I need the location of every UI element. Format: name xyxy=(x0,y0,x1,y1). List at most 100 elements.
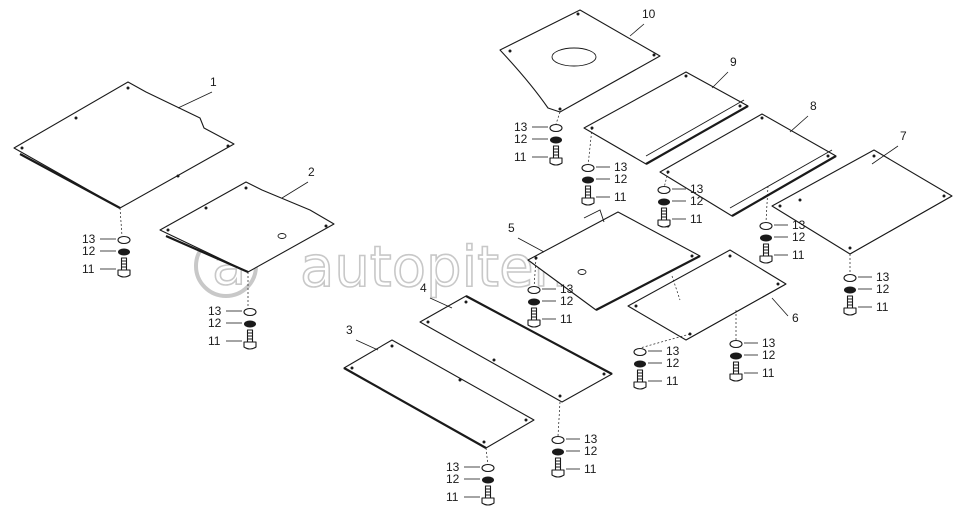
bolt-11 xyxy=(729,361,743,382)
label-13: 13 xyxy=(446,460,460,474)
label-13: 13 xyxy=(584,432,598,446)
label-13: 13 xyxy=(560,282,574,296)
label-12: 12 xyxy=(208,316,222,330)
label-11: 11 xyxy=(690,212,703,226)
part-callout-10: 10 xyxy=(629,7,656,37)
bolt-11 xyxy=(759,243,773,264)
label-13: 13 xyxy=(690,182,704,196)
nut-13 xyxy=(549,123,563,133)
nut-13 xyxy=(243,307,257,317)
plate-8 xyxy=(659,113,837,217)
label-12: 12 xyxy=(584,444,598,458)
nut-13 xyxy=(581,163,595,173)
washer-12 xyxy=(528,298,540,306)
washer-12 xyxy=(582,176,594,184)
label-13: 13 xyxy=(82,232,96,246)
label-11: 11 xyxy=(560,312,573,326)
part-callout-8: 8 xyxy=(789,99,817,133)
washer-12 xyxy=(730,352,742,360)
bolt-11 xyxy=(527,307,541,328)
bolt-11 xyxy=(481,485,495,506)
label-11: 11 xyxy=(82,262,95,276)
bolt-11 xyxy=(117,257,131,278)
nut-13 xyxy=(843,273,857,283)
label-11: 11 xyxy=(514,150,527,164)
part-callout-9: 9 xyxy=(711,55,737,89)
washer-12 xyxy=(118,248,130,256)
label-11: 11 xyxy=(876,300,889,314)
part-callout-6: 6 xyxy=(771,297,799,325)
label-11: 11 xyxy=(762,366,775,380)
label-11: 11 xyxy=(208,334,221,348)
label-13: 13 xyxy=(666,344,680,358)
label-13: 13 xyxy=(614,160,628,174)
washer-12 xyxy=(550,136,562,144)
part-callout-3: 3 xyxy=(346,323,379,351)
label-11: 11 xyxy=(584,462,597,476)
label-13: 13 xyxy=(762,336,776,350)
bolt-11 xyxy=(581,185,595,206)
part-callout-7: 7 xyxy=(871,129,907,165)
washer-12 xyxy=(482,476,494,484)
part-callout-4: 4 xyxy=(420,281,453,309)
washer-12 xyxy=(760,234,772,242)
washer-12 xyxy=(658,198,670,206)
nut-13 xyxy=(633,347,647,357)
label-13: 13 xyxy=(792,218,806,232)
bolt-11 xyxy=(549,145,563,166)
washer-12 xyxy=(844,286,856,294)
bolt-11 xyxy=(657,207,671,228)
plate-9 xyxy=(583,71,749,165)
part-number: 6 xyxy=(792,311,799,325)
nut-13 xyxy=(527,285,541,295)
part-number: 8 xyxy=(810,99,817,113)
part-number: 2 xyxy=(308,165,315,179)
label-12: 12 xyxy=(614,172,628,186)
nut-13 xyxy=(117,235,131,245)
label-12: 12 xyxy=(82,244,96,258)
label-13: 13 xyxy=(876,270,890,284)
assembly-lines xyxy=(119,111,851,467)
part-number: 1 xyxy=(210,75,217,89)
label-11: 11 xyxy=(446,490,459,504)
nut-13 xyxy=(759,221,773,231)
nut-13 xyxy=(481,463,495,473)
bolt-11 xyxy=(633,369,647,390)
label-12: 12 xyxy=(690,194,704,208)
label-11: 11 xyxy=(666,374,679,388)
label-11: 11 xyxy=(792,248,805,262)
washer-12 xyxy=(634,360,646,368)
plate-4 xyxy=(419,295,613,403)
label-12: 12 xyxy=(514,132,528,146)
part-number: 9 xyxy=(730,55,737,69)
label-11: 11 xyxy=(614,190,627,204)
label-13: 13 xyxy=(514,120,528,134)
bolt-11 xyxy=(843,295,857,316)
label-12: 12 xyxy=(446,472,460,486)
washer-12 xyxy=(552,448,564,456)
label-13: 13 xyxy=(208,304,222,318)
label-12: 12 xyxy=(792,230,806,244)
part-number: 10 xyxy=(642,7,656,21)
nut-13 xyxy=(657,185,671,195)
label-12: 12 xyxy=(666,356,680,370)
part-callout-1: 1 xyxy=(177,75,217,109)
part-number: 7 xyxy=(900,129,907,143)
label-12: 12 xyxy=(876,282,890,296)
washer-12 xyxy=(244,320,256,328)
plate-1 xyxy=(13,81,235,209)
part-callout-5: 5 xyxy=(508,221,545,253)
